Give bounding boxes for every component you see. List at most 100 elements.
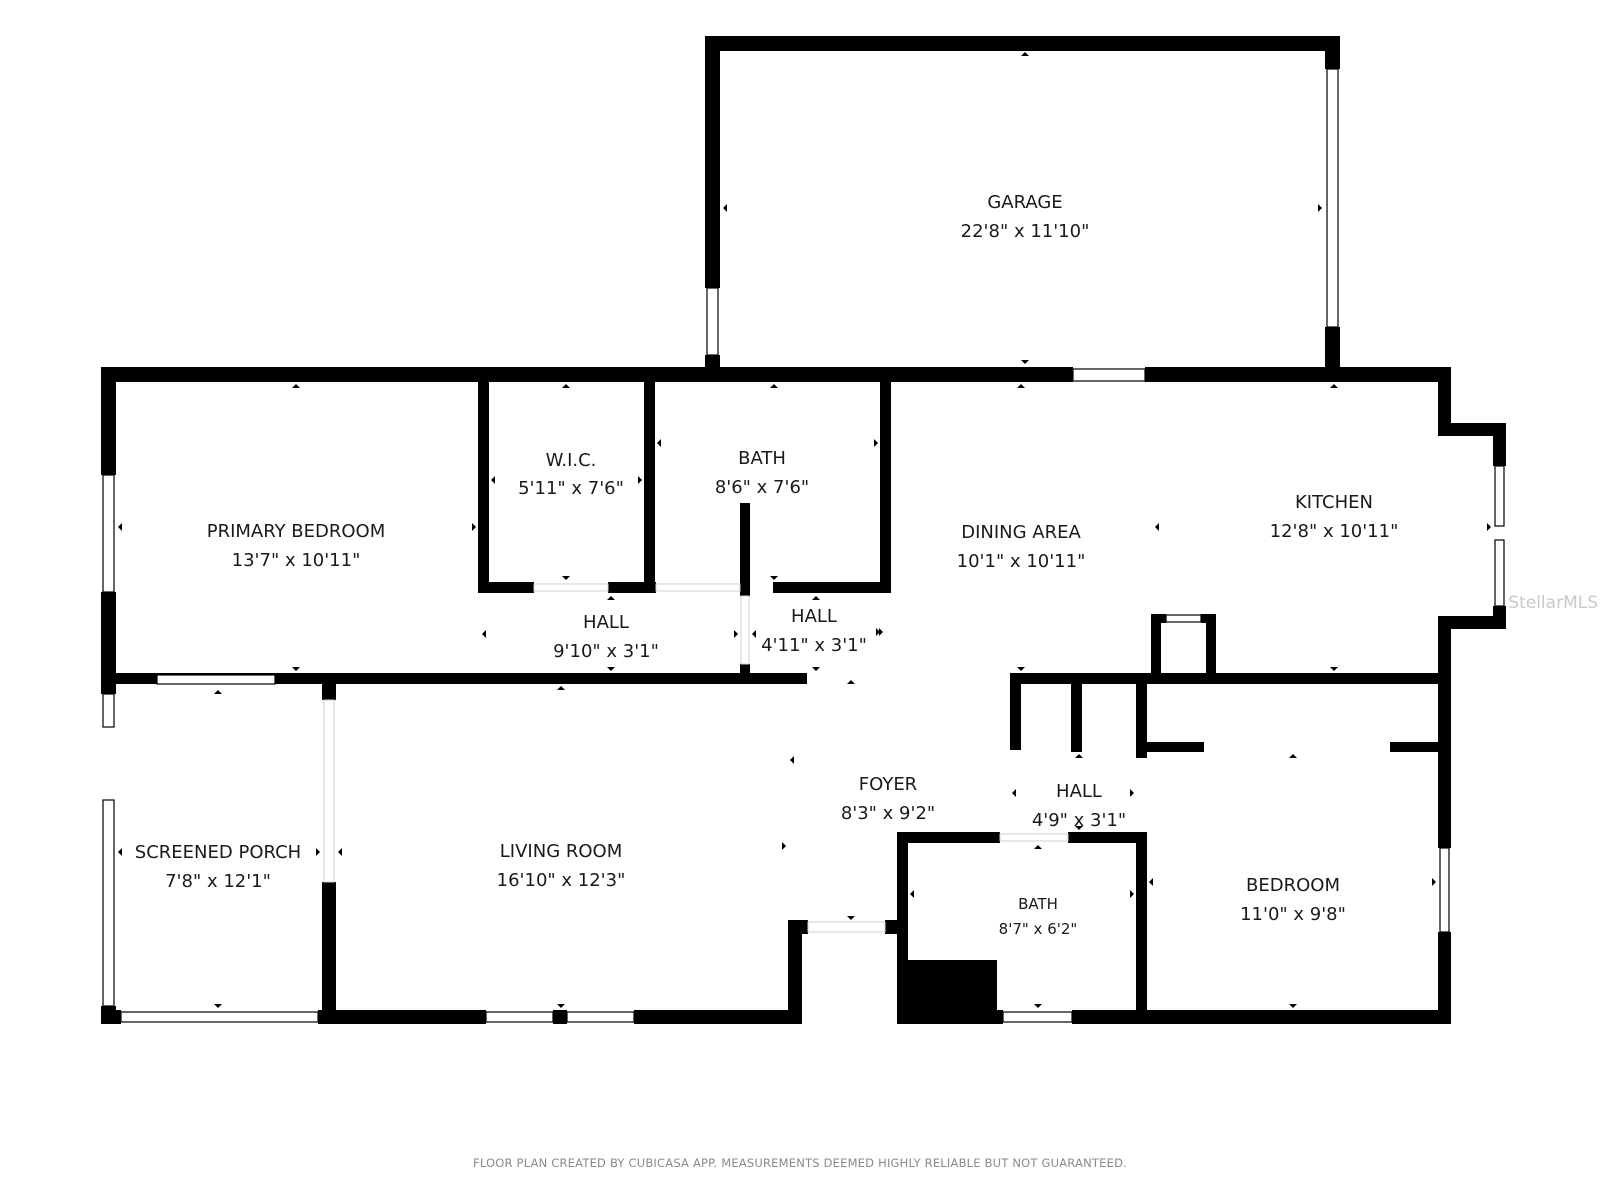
pantry-wall-left (1151, 614, 1161, 680)
measurement-tick (491, 476, 495, 484)
bedroom-dims: 11'0" x 9'8" (1240, 904, 1346, 925)
hall-closet-wall-3 (1136, 680, 1147, 758)
dining-area-label: DINING AREA (961, 522, 1081, 543)
kitchen-wall-bottom (1016, 673, 1451, 684)
wic-dims: 5'11" x 7'6" (518, 478, 624, 499)
measurement-tick (562, 576, 570, 580)
measurement-tick (557, 1004, 565, 1008)
measurement-ticks (118, 52, 1491, 1008)
measurement-tick (752, 630, 756, 638)
bath-lower-wall-top-right (1068, 832, 1143, 843)
bedroom-wall-left (1136, 832, 1147, 1024)
bedroom-wall-top-stub-left (1136, 742, 1204, 752)
garage-wall-top (705, 36, 1340, 51)
foyer-wall-left (788, 920, 802, 1024)
door-porch-living (323, 699, 335, 883)
wic-label: W.I.C. (546, 450, 597, 471)
hall-wall-bottom (101, 673, 807, 684)
measurement-tick (292, 667, 300, 671)
door-hall-opening (740, 595, 750, 665)
hall-3-label: HALL (1056, 781, 1102, 802)
kitchen-bump-bottom (1438, 616, 1506, 629)
window-garage-left (706, 287, 719, 356)
window-porch-left-2 (102, 799, 115, 1007)
hall-3-dims: 4'9" x 3'1" (1032, 810, 1126, 831)
main-wall-top-right (1145, 367, 1451, 382)
primary-bedroom-label: PRIMARY BEDROOM (207, 521, 386, 542)
foyer-label: FOYER (859, 774, 917, 795)
measurement-tick (1130, 789, 1134, 797)
measurement-tick (1289, 1004, 1297, 1008)
foyer-wall-step-right (885, 920, 908, 934)
foyer-wall-step-left (788, 920, 808, 934)
measurement-tick (1155, 523, 1159, 531)
dining-area-dims: 10'1" x 10'11" (957, 551, 1086, 572)
measurement-tick (770, 384, 778, 388)
measurement-tick (812, 596, 820, 600)
bottom-wall-e (897, 1010, 1003, 1024)
walls (101, 36, 1506, 1024)
measurement-tick (1487, 523, 1491, 531)
porch-wall-right-lower (322, 882, 336, 1024)
primary-bedroom-dims: 13'7" x 10'11" (232, 550, 361, 571)
footer-disclaimer: FLOOR PLAN CREATED BY CUBICASA APP. MEAS… (473, 1156, 1127, 1170)
bottom-wall-b (318, 1010, 486, 1024)
door-bath-upper (655, 583, 741, 592)
bedroom-wall-right-upper (1438, 680, 1451, 848)
primary-wall-left-lower (101, 592, 116, 684)
measurement-tick (1432, 878, 1436, 886)
measurement-tick (118, 523, 122, 531)
window-primary-left (102, 474, 115, 593)
porch-wall-left-upper (101, 680, 116, 694)
garage-wall-right-stub (1325, 327, 1340, 369)
garage-wall-left-stub (705, 355, 720, 369)
measurement-tick (1034, 845, 1042, 849)
garage-label: GARAGE (987, 192, 1062, 213)
wic-wall-right (644, 380, 655, 592)
foyer-dims: 8'3" x 9'2" (841, 803, 935, 824)
wic-wall-bottom-right (608, 582, 656, 593)
measurement-tick (1021, 52, 1029, 56)
hall-door-post-1 (740, 584, 750, 596)
hall-1-label: HALL (583, 612, 629, 633)
window-pantry-top (1165, 614, 1202, 623)
measurement-tick (910, 890, 914, 898)
measurement-tick (734, 630, 738, 638)
measurement-tick (1330, 667, 1338, 671)
bath-upper-wall-right (880, 380, 891, 592)
main-wall-top-left (101, 367, 1073, 382)
bottom-wall-c (553, 1010, 567, 1024)
measurement-tick (607, 667, 615, 671)
measurement-tick (874, 439, 878, 447)
bath-upper-label: BATH (738, 448, 786, 469)
window-garage-right (1326, 68, 1339, 328)
kitchen-bump-right-top (1493, 423, 1506, 466)
kitchen-label: KITCHEN (1295, 492, 1373, 513)
measurement-tick (1012, 789, 1016, 797)
hall-door-post-2 (740, 664, 750, 676)
window-kitchen-top (1072, 368, 1146, 382)
measurement-tick (638, 476, 642, 484)
bottom-wall-a (101, 1010, 121, 1024)
measurement-tick (482, 630, 486, 638)
bath-lower-dims: 8'7" x 6'2" (999, 920, 1078, 938)
measurement-tick (562, 384, 570, 388)
measurement-tick (1034, 1004, 1042, 1008)
bath-lower-label: BATH (1018, 895, 1058, 913)
window-porch-bottom (120, 1011, 319, 1023)
watermark-logo: StellarMLS (1508, 593, 1598, 613)
measurement-tick (607, 596, 615, 600)
living-room-dims: 16'10" x 12'3" (497, 870, 626, 891)
door-bath-lower (999, 833, 1069, 842)
measurement-tick (1021, 360, 1029, 364)
window-porch-top (156, 674, 276, 685)
hall-closet-wall-2 (1071, 680, 1082, 752)
measurement-tick (338, 848, 342, 856)
door-openings (323, 583, 1069, 933)
bath-lower-wall-top-left (897, 832, 1000, 843)
pantry-wall-top-l (1151, 614, 1166, 623)
measurement-tick (782, 842, 786, 850)
room-labels: GARAGE 22'8" x 11'10" PRIMARY BEDROOM 13… (135, 192, 1399, 938)
bedroom-wall-top-stub-right (1390, 742, 1440, 752)
measurement-tick (1289, 754, 1297, 758)
